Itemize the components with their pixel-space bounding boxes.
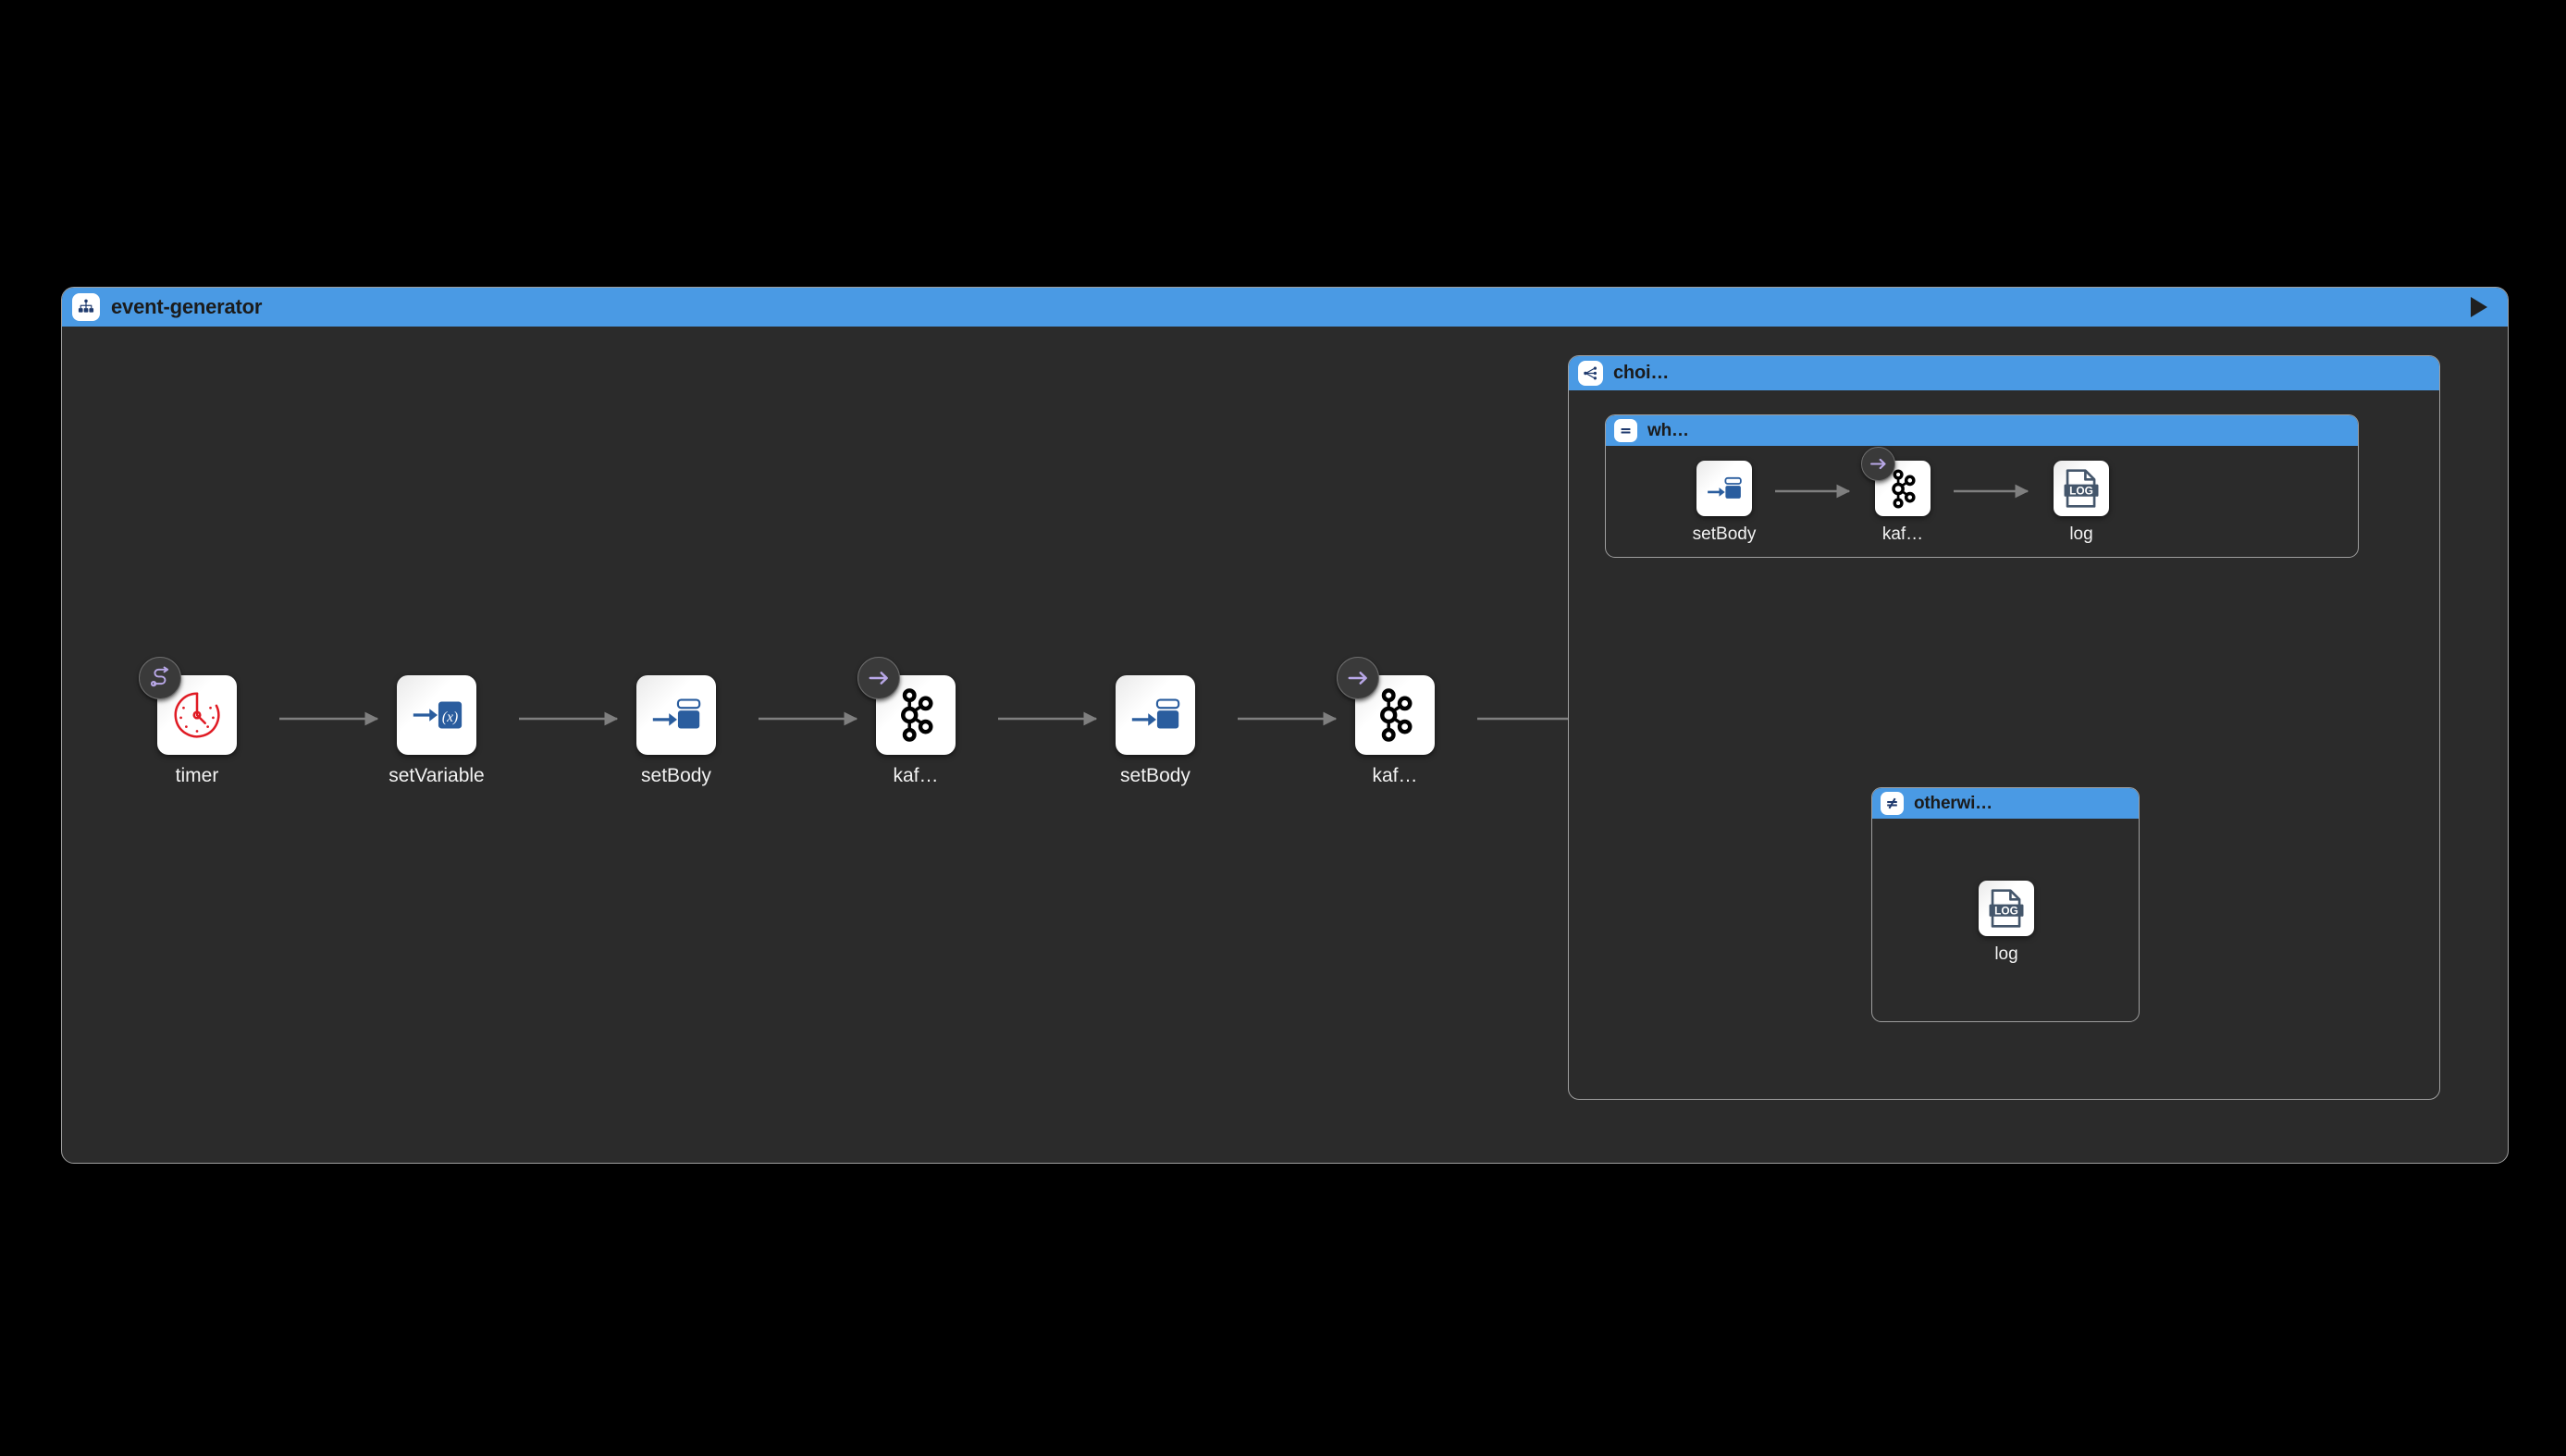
not-equals-icon	[1881, 792, 1904, 815]
connector-setvariable-setbody	[519, 711, 619, 726]
connector-kafka3-log1	[1954, 484, 2029, 499]
node-log-1[interactable]: LOG log	[2031, 461, 2131, 545]
node-setvariable[interactable]: (x) setVariable	[382, 675, 491, 787]
node-log-1-box[interactable]: LOG	[2054, 461, 2109, 516]
set-body-icon	[1708, 476, 1742, 499]
otherwise-branch-header[interactable]: otherwi…	[1872, 788, 2139, 819]
otherwise-branch-title: otherwi…	[1914, 793, 1992, 813]
node-kafka-1-label: kaf…	[893, 765, 939, 786]
node-setbody-1-box[interactable]	[636, 675, 716, 755]
set-variable-icon: (x)	[413, 701, 463, 729]
node-setvariable-label: setVariable	[389, 765, 485, 786]
route-header[interactable]: event-generator	[62, 288, 2508, 327]
when-branch-title: wh…	[1647, 420, 1689, 440]
connector-kafka-choice	[1477, 711, 1586, 726]
node-kafka-2-label: kaf…	[1372, 765, 1418, 786]
set-body-icon	[1131, 698, 1180, 729]
arrow-right-badge-icon	[1861, 447, 1895, 481]
connector-setbody3-kafka3	[1775, 484, 1851, 499]
node-log-2[interactable]: LOG log	[1956, 881, 2056, 965]
node-timer-label: timer	[175, 765, 219, 786]
choice-header[interactable]: choi…	[1569, 356, 2439, 390]
log-icon: LOG	[1989, 889, 2024, 928]
node-setbody-3-box[interactable]	[1696, 461, 1752, 516]
svg-text:LOG: LOG	[1994, 904, 2018, 917]
node-timer-box[interactable]	[139, 657, 237, 755]
kafka-icon	[1380, 688, 1413, 742]
otherwise-branch-container[interactable]: otherwi… LOG log	[1871, 787, 2140, 1022]
connector-setbody-kafka-1	[759, 711, 858, 726]
node-log-1-label: log	[2069, 524, 2093, 544]
node-kafka-3-label: kaf…	[1881, 524, 1924, 544]
node-kafka-1[interactable]: kaf…	[857, 657, 970, 787]
connector-setbody-kafka-2	[1238, 711, 1338, 726]
arrow-right-badge-icon	[1337, 657, 1379, 699]
timer-icon	[174, 692, 220, 738]
route-container-event-generator[interactable]: event-generator	[61, 287, 2509, 1164]
node-setbody-3-label: setBody	[1692, 524, 1757, 544]
node-setbody-1-label: setBody	[641, 765, 711, 786]
run-route-button[interactable]	[2467, 288, 2491, 327]
kafka-icon	[1892, 468, 1916, 509]
choice-container[interactable]: choi… wh…	[1568, 355, 2440, 1100]
node-setbody-3[interactable]: setBody	[1674, 461, 1774, 545]
kafka-icon	[901, 688, 933, 742]
node-kafka-2-box[interactable]	[1337, 657, 1435, 755]
node-setvariable-box[interactable]: (x)	[397, 675, 476, 755]
equals-icon	[1614, 419, 1637, 442]
node-log-2-label: log	[1994, 944, 2018, 964]
log-icon: LOG	[2064, 469, 2099, 508]
node-kafka-3[interactable]: kaf…	[1853, 447, 1953, 545]
when-branch-header[interactable]: wh…	[1606, 415, 2358, 446]
node-setbody-2[interactable]: setBody	[1101, 675, 1210, 787]
arrow-right-badge-icon	[857, 657, 900, 699]
sitemap-icon	[72, 293, 100, 321]
connector-timer-setvariable	[279, 711, 379, 726]
choice-branch-icon	[1578, 361, 1603, 386]
svg-text:LOG: LOG	[2069, 484, 2093, 497]
node-kafka-1-box[interactable]	[857, 657, 956, 755]
node-timer[interactable]: timer	[139, 657, 252, 787]
node-setbody-2-box[interactable]	[1116, 675, 1195, 755]
set-body-icon	[652, 698, 701, 729]
node-log-2-box[interactable]: LOG	[1979, 881, 2034, 936]
node-kafka-2[interactable]: kaf…	[1337, 657, 1450, 787]
node-kafka-3-box[interactable]	[1861, 447, 1931, 516]
connector-kafka-setbody-2	[998, 711, 1098, 726]
choice-title: choi…	[1613, 363, 1670, 383]
svg-text:(x): (x)	[442, 709, 458, 725]
node-setbody-2-label: setBody	[1120, 765, 1190, 786]
route-title: event-generator	[111, 295, 263, 318]
when-branch-container[interactable]: wh… setBody	[1605, 414, 2359, 558]
route-path-badge-icon	[139, 657, 181, 699]
node-setbody-1[interactable]: setBody	[622, 675, 731, 787]
